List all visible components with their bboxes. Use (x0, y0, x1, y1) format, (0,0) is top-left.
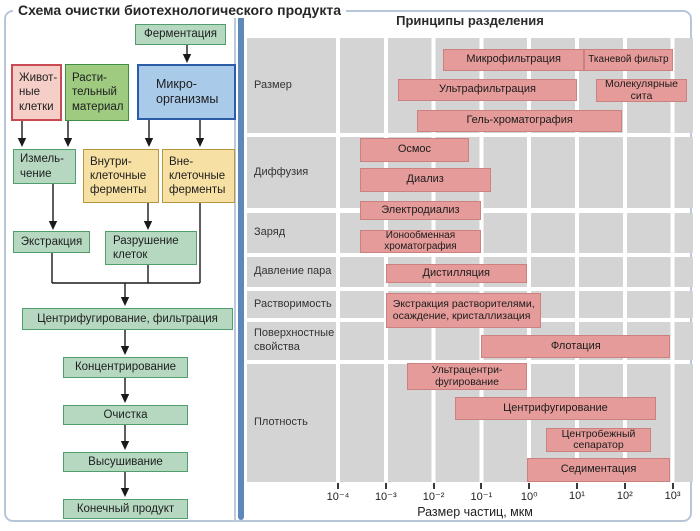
flow-node-extracellular-enzymes: Вне- клеточные ферменты (162, 149, 235, 203)
chart-category-label: Заряд (247, 213, 336, 253)
flow-node-grinding: Измель- чение (13, 149, 76, 184)
flow-node-extraction: Экстракция (13, 231, 90, 253)
x-axis-tick-label: 10⁻² (422, 491, 445, 503)
flow-node-final-product: Конечный продукт (63, 499, 188, 519)
chart-bar: Флотация (481, 335, 671, 358)
chart-category-label: Плотность (247, 364, 336, 482)
flow-node-plant-material: Расти- тельный материал (65, 64, 129, 121)
flow-node-cell-disruption: Разрушение клеток (105, 231, 197, 265)
chart-bar: Диализ (359, 168, 491, 192)
x-axis-tick (528, 483, 531, 489)
x-axis-tick-label: 10⁻⁴ (326, 491, 350, 503)
chart-bar: Дистилляция (385, 264, 527, 283)
chart-bar: Ультрафильтрация (397, 79, 578, 101)
flow-node-animal-cells: Живот- ные клетки (11, 64, 62, 121)
x-axis-tick-label: 10⁻³ (374, 491, 397, 503)
chart-category-label: Размер (247, 38, 336, 133)
x-axis-tick (480, 483, 483, 489)
chart-bar: Молекулярные сита (596, 79, 687, 102)
x-axis-tick-label: 10⁻¹ (470, 491, 493, 503)
chart-bar: Центрифугирование (455, 397, 656, 420)
chart-bar: Ионообменная хроматография (359, 230, 482, 253)
x-axis-tick (337, 483, 339, 489)
x-axis-label: Размер частиц, мкм (417, 505, 533, 519)
chart-category-label: Диффузия (247, 137, 336, 208)
diagram-title: Схема очистки биотехнологического продук… (13, 2, 346, 18)
x-axis-tick (623, 483, 626, 489)
x-axis-tick-label: 10⁰ (520, 491, 538, 503)
x-axis-tick (576, 483, 578, 489)
chart-category-label: Давление пара (247, 257, 336, 287)
chart-bar: Гель-хроматография (416, 110, 623, 132)
flow-node-concentration: Концентрирование (63, 357, 188, 378)
panel-divider-line (234, 11, 236, 522)
panel-divider-bar (238, 13, 244, 520)
chart-bar: Ультрацентри- фугирование (407, 363, 527, 390)
flow-node-centrifugation-filtration: Центрифугирование, фильтрация (22, 308, 233, 330)
x-axis-tick-label: 10¹ (569, 490, 585, 502)
x-axis-tick-label: 10³ (664, 490, 681, 502)
flow-node-microorganisms: Микро- организмы (137, 64, 236, 120)
chart-category-label: Растворимость (247, 291, 336, 318)
chart-category-label: Поверхностные свойства (247, 322, 336, 360)
chart-bar: Электродиализ (359, 201, 482, 220)
chart-bar: Седиментация (526, 458, 671, 482)
chart-bar: Экстракция растворителями, осаждение, кр… (385, 293, 542, 328)
x-axis-tick-label: 10² (616, 490, 633, 502)
chart-bar: Осмос (359, 138, 470, 162)
flow-node-intracellular-enzymes: Внутри- клеточные ферменты (83, 149, 159, 203)
chart-bar: Центробежный сепаратор (545, 428, 652, 452)
x-axis-tick (384, 483, 387, 489)
chart-bar: Тканевой фильтр (584, 49, 673, 71)
flow-node-drying: Высушивание (63, 452, 188, 472)
chart-bar: Микрофильтрация (443, 49, 585, 71)
x-axis-tick (671, 483, 674, 489)
flow-node-purification: Очистка (63, 405, 188, 425)
x-axis-tick (432, 483, 435, 489)
chart-title: Принципы разделения (396, 13, 544, 28)
flow-node-fermentation: Ферментация (135, 24, 226, 45)
